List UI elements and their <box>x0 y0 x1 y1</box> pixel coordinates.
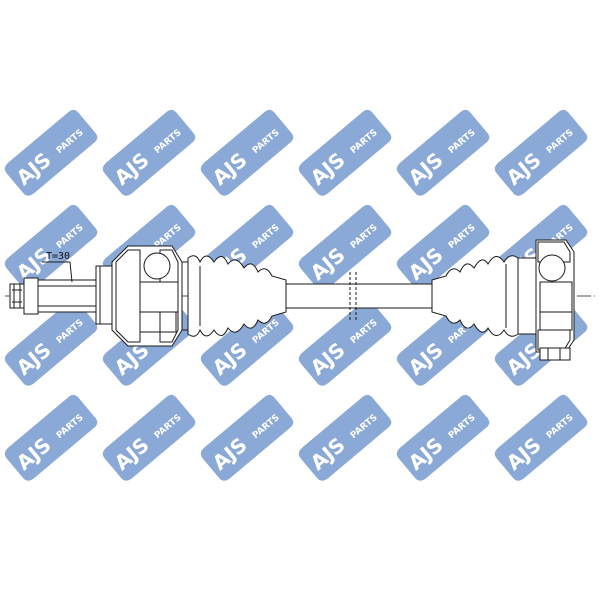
right-cv-joint <box>517 239 575 361</box>
left-spline-stub <box>9 265 113 325</box>
left-boot <box>187 255 287 337</box>
main-shaft <box>285 272 433 320</box>
thread-label: T=30 <box>46 251 70 262</box>
drive-shaft: T=30 <box>5 239 595 361</box>
left-cv-joint <box>111 245 196 347</box>
watermark-layer: AJSPARTSAJSPARTSAJSPARTSAJSPARTSAJSPARTS… <box>2 107 590 483</box>
thread-callout: T=30 <box>42 251 73 283</box>
